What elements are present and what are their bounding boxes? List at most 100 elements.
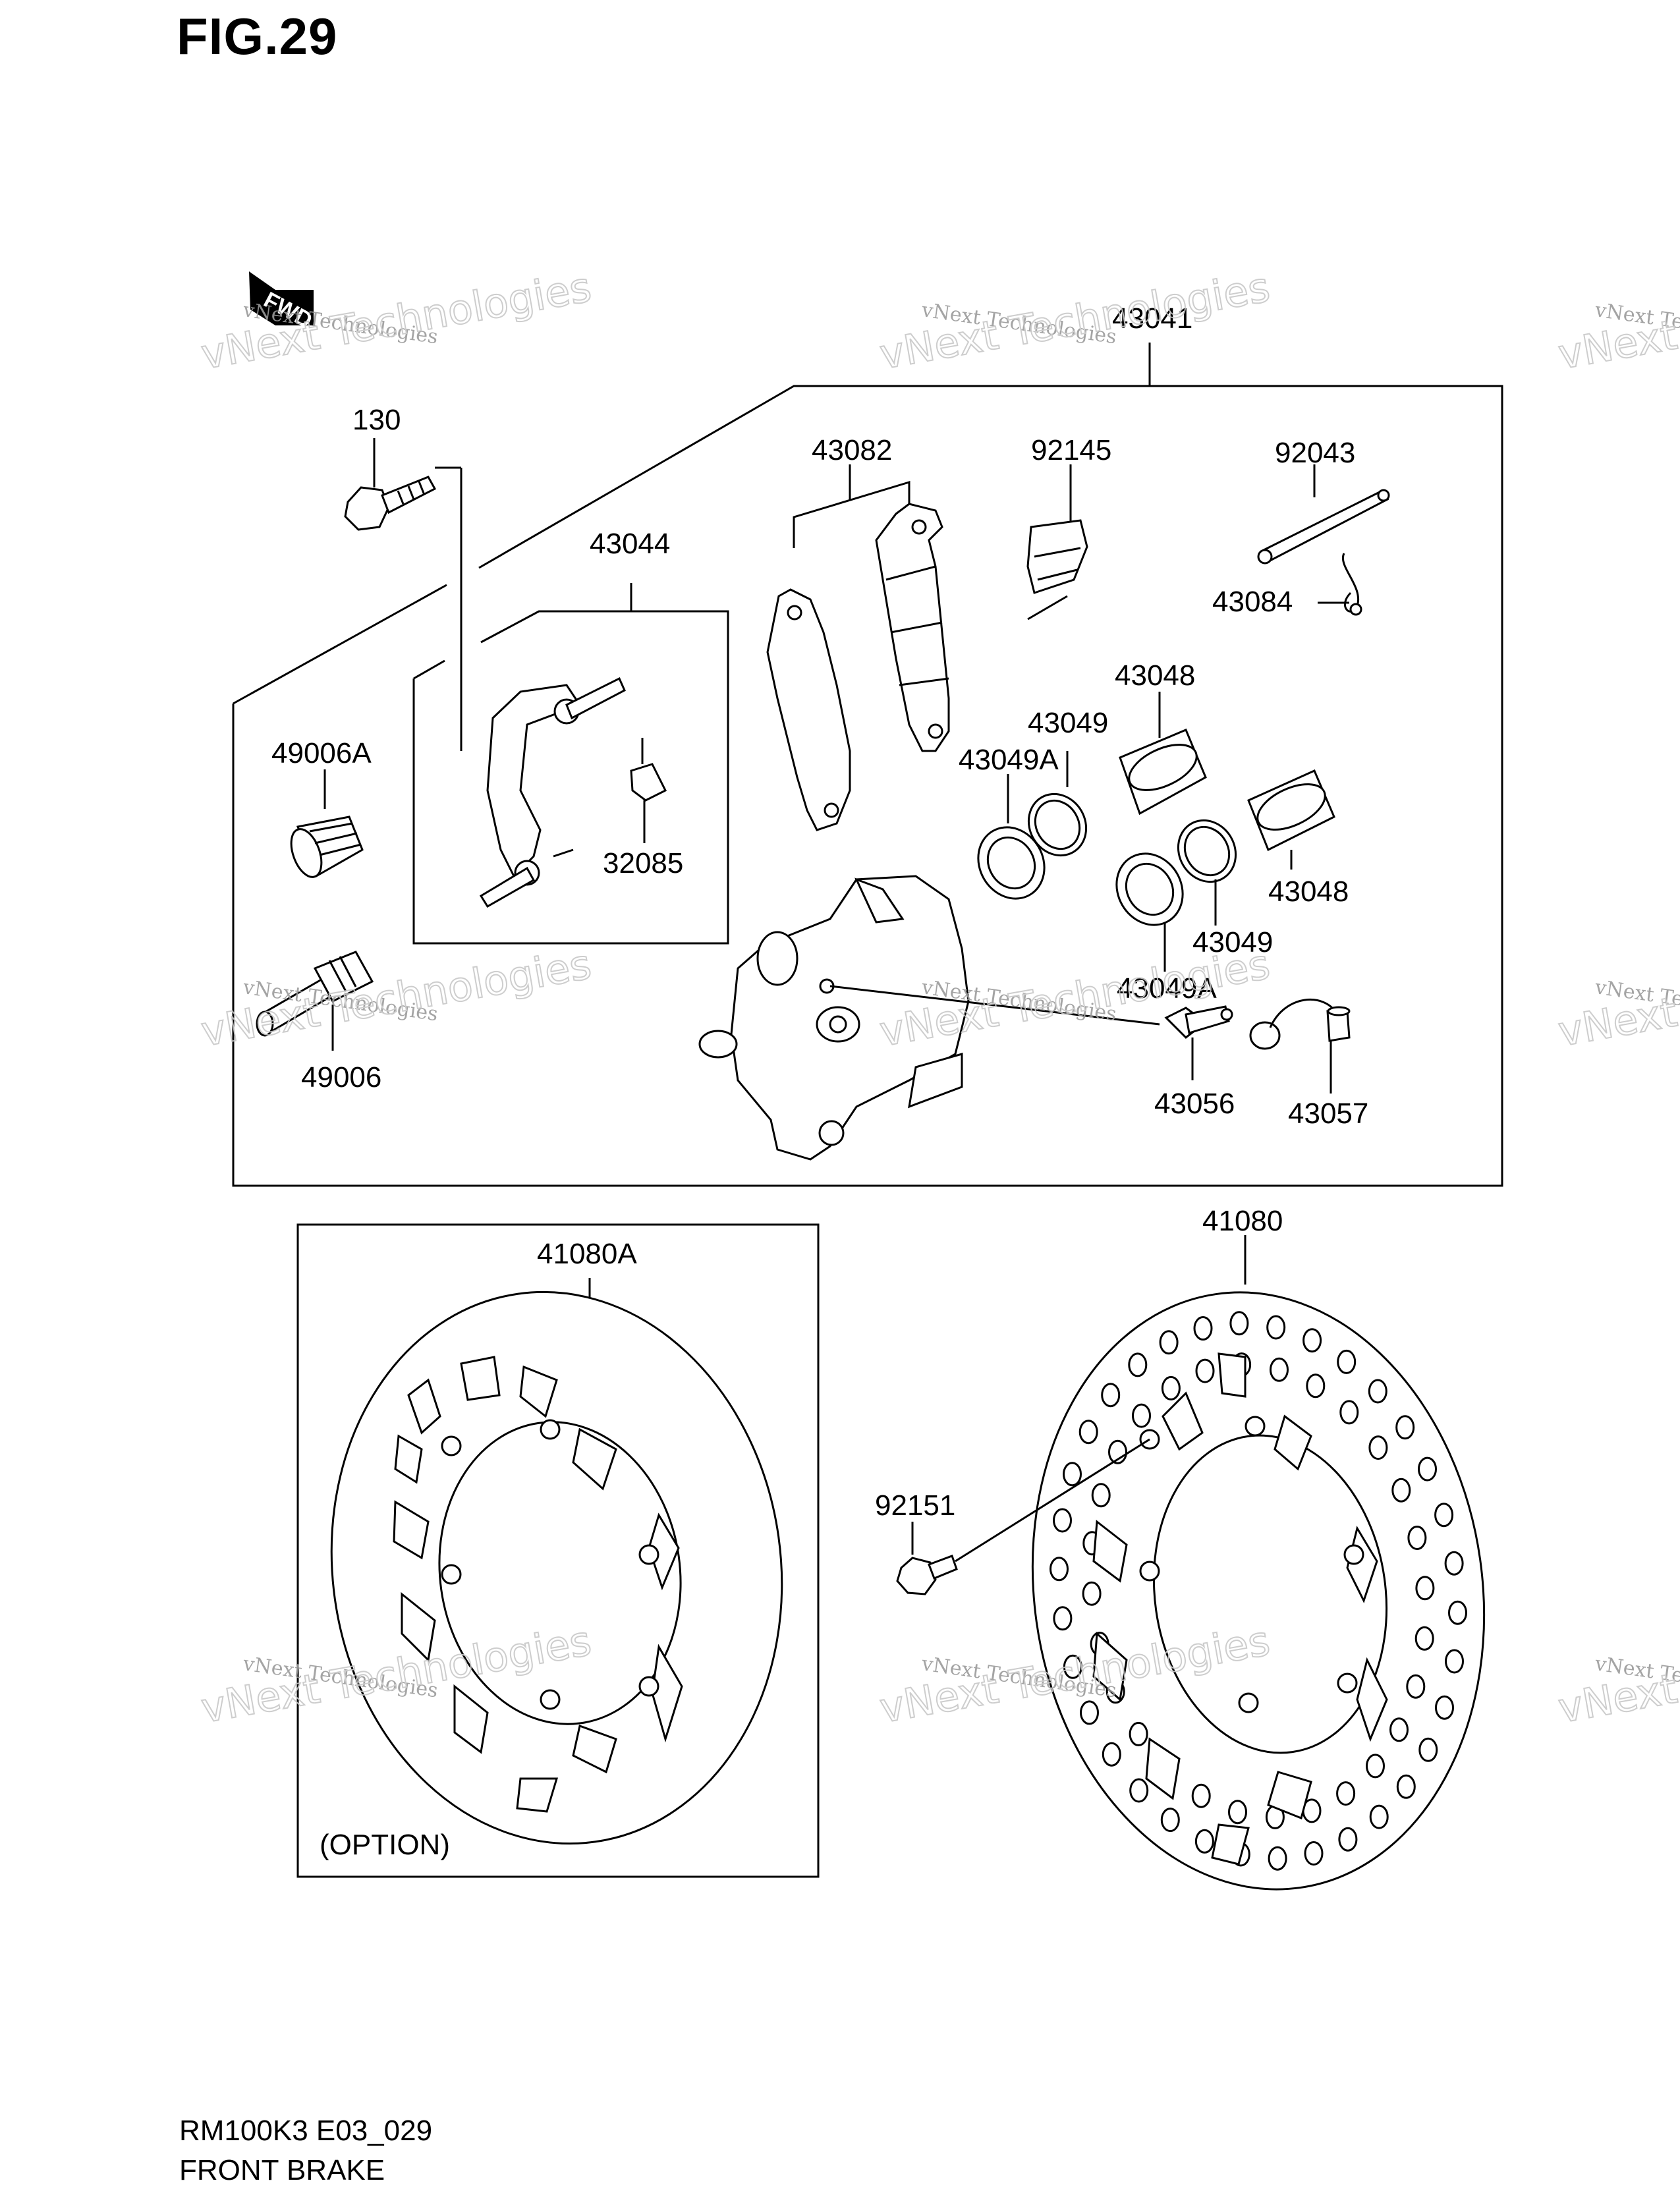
vent-hole xyxy=(1161,1375,1181,1400)
callout-43049-lower: 43049 xyxy=(1192,926,1273,958)
vent-hole xyxy=(1418,1737,1438,1762)
vent-hole xyxy=(1414,1626,1434,1651)
seal-43049a-upper-part xyxy=(977,774,1046,900)
svg-text:vNext Technologies: vNext Technologies xyxy=(876,263,1274,379)
callout-92151: 92151 xyxy=(875,1489,955,1522)
callout-43056: 43056 xyxy=(1154,1088,1235,1120)
boot-49006-part xyxy=(256,951,374,1051)
callout-43084: 43084 xyxy=(1212,586,1293,618)
caliper-bracket-part xyxy=(479,677,626,908)
vent-hole xyxy=(1078,1420,1098,1445)
brake-disc-41080-part xyxy=(1031,1235,1486,1891)
vent-hole xyxy=(1304,1841,1324,1866)
vent-hole xyxy=(1339,1400,1359,1425)
vent-hole xyxy=(1063,1654,1082,1679)
footer-model-code: RM100K3 E03_029 xyxy=(179,2115,433,2147)
callout-32085: 32085 xyxy=(603,847,683,879)
seal-43049a-lower-part xyxy=(1115,852,1184,972)
disc-bolt-92151-part xyxy=(896,1438,1150,1595)
vent-hole xyxy=(1270,1357,1289,1382)
callout-43049a-lower: 43049A xyxy=(1117,972,1217,1005)
callout-41080: 41080 xyxy=(1202,1205,1283,1237)
callout-130: 130 xyxy=(352,404,401,436)
callout-49006: 49006 xyxy=(301,1061,381,1094)
vent-hole xyxy=(1415,1576,1435,1601)
vent-hole xyxy=(1063,1462,1082,1487)
seal-43049-lower-part xyxy=(1177,819,1237,926)
vent-hole xyxy=(1128,1352,1148,1377)
callout-49006a: 49006A xyxy=(271,737,372,769)
boot-49006a-part xyxy=(290,769,364,878)
vent-hole xyxy=(1369,1804,1389,1829)
svg-text:vNext Technologies: vNext Technologies xyxy=(1555,940,1680,1056)
vent-hole xyxy=(1160,1808,1180,1833)
vent-hole xyxy=(1102,1742,1121,1767)
callout-43049-upper: 43049 xyxy=(1028,707,1108,739)
vent-hole xyxy=(1129,1721,1148,1746)
vent-hole xyxy=(1368,1435,1388,1460)
vent-hole xyxy=(1406,1674,1426,1699)
vent-hole xyxy=(1336,1781,1356,1806)
vent-hole xyxy=(1445,1649,1464,1674)
footer-section-name: FRONT BRAKE xyxy=(179,2154,385,2186)
vent-hole xyxy=(1418,1456,1437,1481)
figure-title: FIG.29 xyxy=(177,7,338,65)
vent-hole xyxy=(1302,1328,1322,1353)
vent-hole xyxy=(1053,1606,1073,1631)
callout-43048-upper: 43048 xyxy=(1115,659,1195,692)
watermark-9: vNext Technologies vNext Technologies xyxy=(1554,1616,1680,1733)
vent-hole xyxy=(1191,1783,1211,1808)
callout-92145: 92145 xyxy=(1031,434,1111,466)
svg-text:vNext Technologies: vNext Technologies xyxy=(198,940,595,1056)
callout-43057: 43057 xyxy=(1288,1097,1368,1130)
vent-hole xyxy=(1195,1358,1215,1383)
vent-hole xyxy=(1396,1774,1416,1799)
callout-41080a: 41080A xyxy=(537,1238,637,1270)
vent-hole xyxy=(1368,1379,1387,1404)
vent-hole xyxy=(1435,1695,1454,1720)
vent-hole xyxy=(1266,1315,1286,1340)
svg-text:vNext Technologies: vNext Technologies xyxy=(1555,1617,1680,1732)
bolt-130-part xyxy=(344,438,462,751)
vent-hole xyxy=(1337,1349,1357,1374)
vent-hole xyxy=(1082,1581,1102,1606)
watermark-3: vNext Technologies vNext Technologies xyxy=(1554,262,1680,379)
bleeder-cap-43057-part xyxy=(1249,999,1351,1094)
pin-clip-43084-part xyxy=(1318,553,1362,616)
callout-43041: 43041 xyxy=(1112,302,1192,335)
brake-disc-option-41080a-part xyxy=(330,1278,783,1845)
caliper-body-part xyxy=(698,875,1160,1161)
watermark-4: vNext Technologies vNext Technologies xyxy=(197,939,596,1057)
vent-hole xyxy=(1091,1483,1111,1508)
seal-43049-upper-part xyxy=(1027,751,1088,857)
caliper-assembly-frame xyxy=(232,343,1503,1187)
vent-hole xyxy=(1129,1778,1149,1803)
pad-spring-92145-part xyxy=(1026,464,1088,621)
vent-hole xyxy=(1159,1330,1179,1355)
vent-hole xyxy=(1229,1311,1249,1336)
vent-hole xyxy=(1193,1316,1213,1341)
vent-hole xyxy=(1366,1754,1385,1779)
callout-43049a-upper: 43049A xyxy=(959,744,1059,776)
disc-option-cutouts xyxy=(393,1356,683,1813)
vent-hole xyxy=(1268,1846,1287,1871)
vent-hole xyxy=(1306,1373,1326,1398)
callout-43082: 43082 xyxy=(812,434,892,466)
bracket-set-frame xyxy=(412,583,729,945)
vent-hole xyxy=(1053,1508,1072,1533)
callout-92043: 92043 xyxy=(1275,437,1355,469)
vent-hole xyxy=(1389,1717,1409,1742)
vent-hole xyxy=(1101,1383,1121,1408)
callout-43048-lower: 43048 xyxy=(1268,875,1349,908)
vent-hole xyxy=(1338,1827,1358,1852)
vent-hole xyxy=(1080,1700,1099,1725)
piston-43048-lower-part xyxy=(1247,769,1335,870)
option-disc-frame xyxy=(296,1223,820,1878)
vent-hole xyxy=(1444,1551,1464,1576)
callout-labels: 43041 130 43044 43082 92145 92043 43084 … xyxy=(271,302,1368,1861)
watermark-6: vNext Technologies vNext Technologies xyxy=(1554,939,1680,1057)
vent-hole xyxy=(1194,1829,1214,1854)
pad-pin-92043-part xyxy=(1257,464,1390,565)
vent-hole xyxy=(1407,1526,1427,1550)
